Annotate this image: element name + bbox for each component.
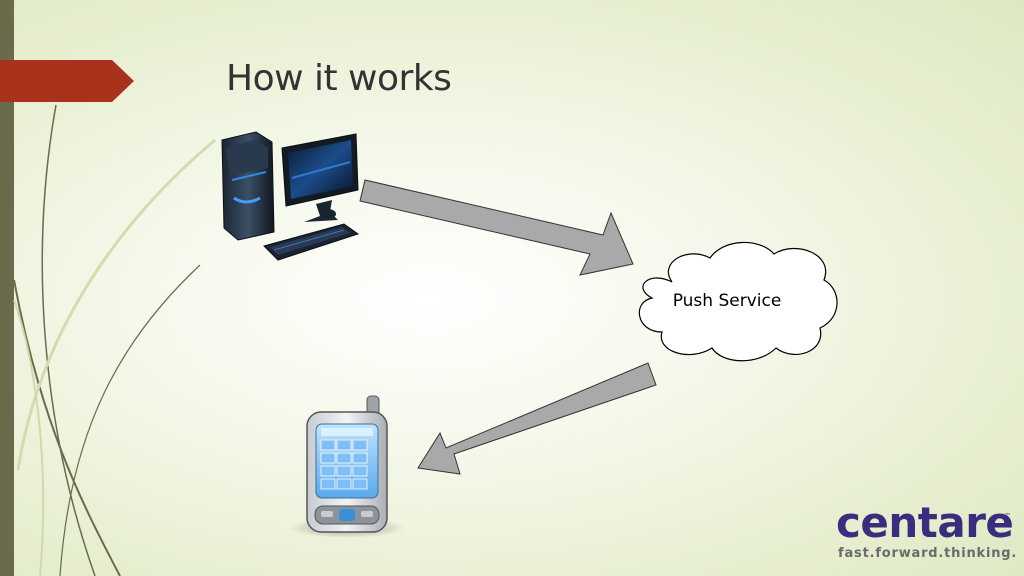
push-service-label: Push Service bbox=[672, 291, 782, 311]
mobile-phone-icon bbox=[289, 395, 405, 538]
centare-logo-tagline: fast.forward.thinking. bbox=[838, 546, 1018, 561]
desktop-computer-icon bbox=[221, 131, 360, 261]
push-service-cloud-shape bbox=[638, 241, 838, 362]
arrow-push-service-to-phone bbox=[417, 362, 657, 475]
left-accent-bar bbox=[0, 0, 14, 576]
page-title: How it works bbox=[226, 58, 452, 99]
arrow-computer-to-push-service bbox=[359, 179, 634, 276]
decorative-curves bbox=[13, 104, 216, 576]
trademark-symbol: ™ bbox=[1004, 512, 1011, 520]
centare-logo-wordmark: centare bbox=[836, 498, 1014, 547]
title-accent-tab bbox=[0, 60, 134, 102]
